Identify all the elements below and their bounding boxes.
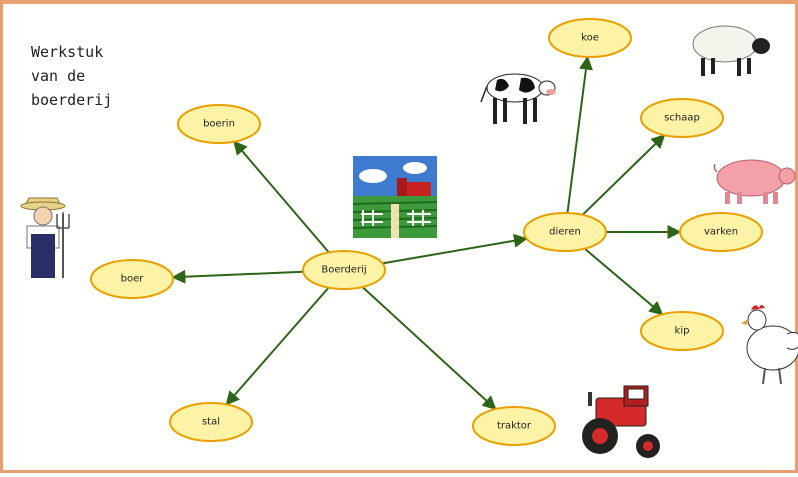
diagram-title: Werkstuk van de boerderij (31, 40, 151, 112)
node-boerin[interactable]: boerin (177, 104, 261, 144)
node-label-stal: stal (202, 417, 220, 428)
node-ellipse (90, 259, 174, 299)
node-boerderij[interactable]: Boerderij (302, 250, 386, 290)
edge-dieren-to-koe (566, 55, 593, 214)
node-label-traktor: traktor (497, 421, 532, 432)
edge-boerderij-to-stal (225, 286, 330, 406)
node-koe[interactable]: koe (548, 18, 632, 58)
node-label-koe: koe (581, 33, 599, 44)
cow-illustration (480, 73, 556, 124)
node-traktor[interactable]: traktor (472, 406, 556, 446)
edge-dieren-to-schaap (581, 134, 666, 216)
node-dieren[interactable]: dieren (523, 212, 607, 252)
nodes: Boerderij boerin boer stal traktor dieren koe s… (90, 18, 763, 446)
node-ellipse (679, 212, 763, 252)
tractor-illustration (582, 385, 660, 458)
node-ellipse (548, 18, 632, 58)
edge-boerderij-to-boer (171, 269, 304, 284)
node-ellipse (169, 402, 253, 442)
node-label-boer: boer (121, 274, 145, 285)
node-schaap[interactable]: schaap (640, 98, 724, 138)
edge-boerderij-to-traktor (361, 286, 497, 410)
farm-landscape-illustration (352, 156, 438, 238)
title-line-3: boerderij (31, 91, 113, 109)
pig-illustration (713, 159, 796, 204)
node-label-boerderij: Boerderij (321, 265, 366, 276)
edge-dieren-to-kip (584, 247, 664, 316)
node-ellipse (640, 311, 724, 351)
farmer-illustration (20, 197, 70, 278)
title-line-1: Werkstuk (31, 43, 104, 61)
node-stal[interactable]: stal (169, 402, 253, 442)
sheep-illustration (692, 25, 770, 76)
edges (171, 55, 682, 410)
node-label-kip: kip (675, 326, 690, 337)
node-label-varken: varken (704, 227, 738, 238)
node-ellipse (472, 406, 556, 446)
node-kip[interactable]: kip (640, 311, 724, 351)
chicken-illustration (741, 305, 798, 385)
node-label-dieren: dieren (549, 227, 581, 238)
node-varken[interactable]: varken (679, 212, 763, 252)
node-ellipse (177, 104, 261, 144)
node-ellipse (523, 212, 607, 252)
node-label-boerin: boerin (203, 119, 235, 130)
title-line-2: van de (31, 67, 86, 85)
node-label-schaap: schaap (664, 113, 700, 124)
node-ellipse (302, 250, 386, 290)
node-boer[interactable]: boer (90, 259, 174, 299)
node-ellipse (640, 98, 724, 138)
edge-boerderij-to-boerin (233, 140, 330, 253)
mindmap-svg: Boerderij boerin boer stal traktor dieren koe s… (20, 18, 798, 458)
edge-boerderij-to-dieren (382, 233, 528, 265)
